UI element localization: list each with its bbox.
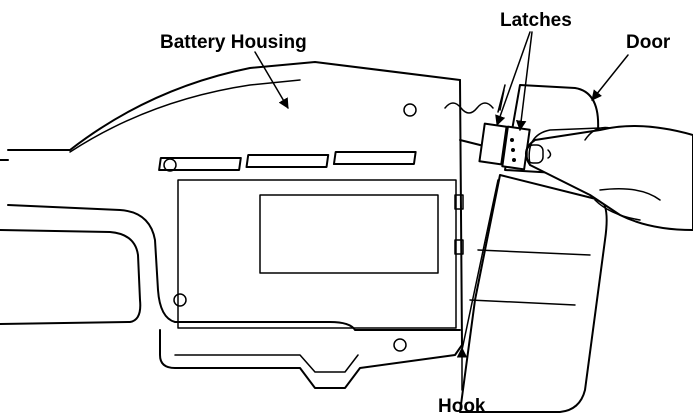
label-door: Door: [626, 32, 671, 53]
hand: [525, 125, 693, 231]
label-hook: Hook: [438, 396, 486, 417]
arrow-latch-left: [495, 31, 531, 126]
arrow-door: [591, 54, 629, 101]
callouts: Battery Housing Latches Door Hook: [160, 10, 671, 417]
label-latches: Latches: [500, 10, 572, 31]
arrow-latch-right: [515, 31, 533, 132]
label-battery-housing: Battery Housing: [160, 32, 307, 53]
arrow-battery-housing: [254, 51, 289, 109]
device-body: [0, 61, 464, 389]
